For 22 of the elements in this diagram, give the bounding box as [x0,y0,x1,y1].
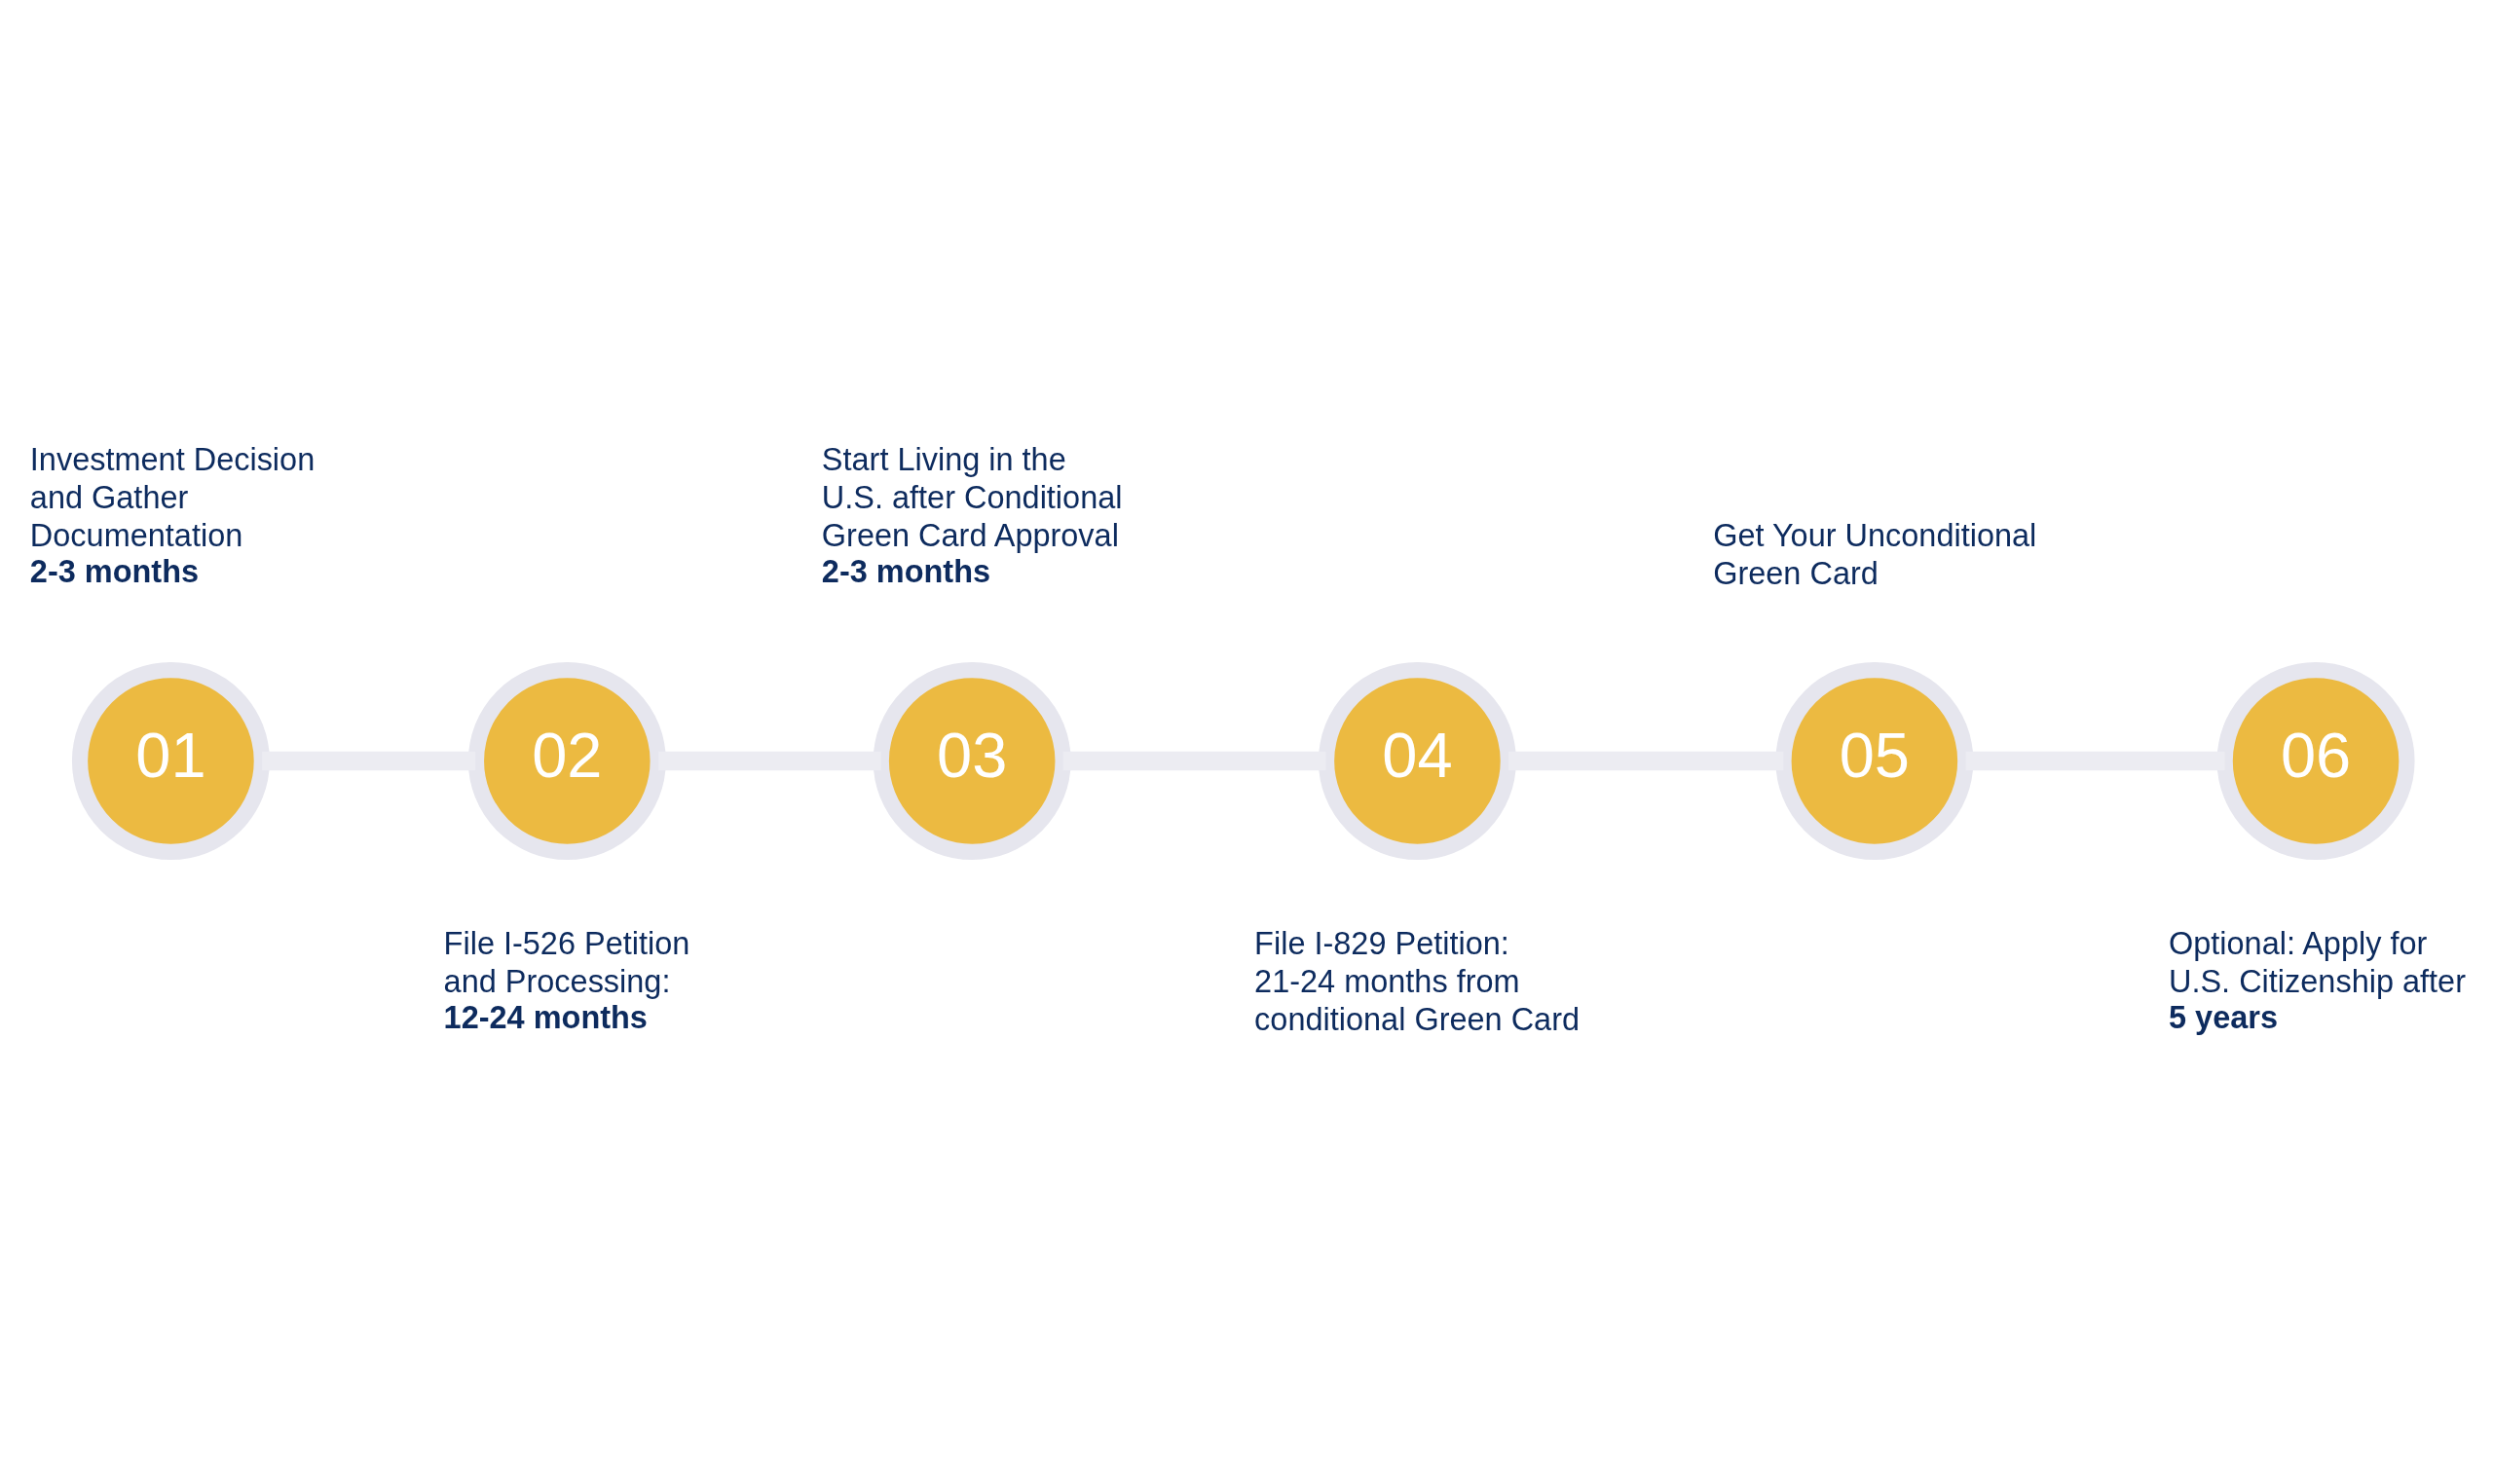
connector [1508,751,1784,771]
node-label: 5 years [2169,1000,2278,1036]
node-label: 2-3 months [29,553,200,589]
connector [658,751,881,771]
connector [1062,751,1326,771]
connector [1965,751,2225,771]
node-circle: 01 [71,661,270,860]
node-label: File I-526 Petition and Processing: [443,925,690,999]
connector [262,751,476,771]
node-circle: 03 [873,661,1071,860]
node-label: 2-3 months [821,553,991,589]
node-circle: 05 [1775,661,1974,860]
node-label: 21-24 months from conditional Green Card [1254,963,1581,1037]
node-label: File I-829 Petition: [1254,925,1509,961]
node-circle: 06 [2216,661,2415,860]
node-label: Optional: Apply for U.S. Citizenship after [2169,925,2466,999]
node-label: 12-24 months [443,1000,648,1036]
node-circle: 04 [1318,661,1516,860]
node-label: Start Living in the U.S. after Conditional Green Card Approval [821,441,1123,553]
node-label: Investment Decision and Gather Documentation [29,441,316,553]
node-label: Get Your Unconditional Green Card [1713,517,2037,591]
node-circle: 02 [467,661,666,860]
